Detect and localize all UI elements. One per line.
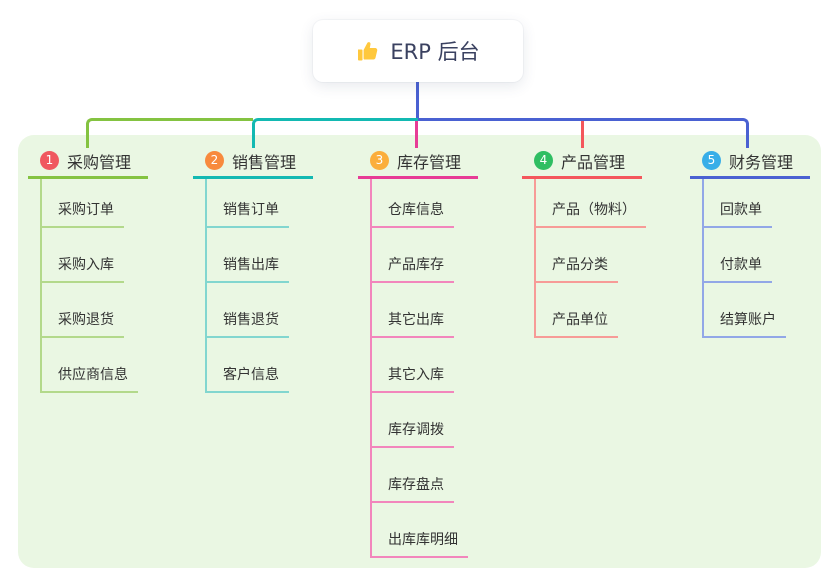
node-item[interactable]: 产品单位	[536, 283, 618, 338]
node-item[interactable]: 回款单	[704, 179, 772, 228]
connector-branch3	[415, 121, 418, 148]
node-item[interactable]: 出库库明细	[372, 503, 468, 558]
node-label: 其它出库	[388, 312, 444, 328]
branch-badge-3: 3	[370, 151, 389, 170]
branch-header-purchase[interactable]: 1 采购管理	[28, 145, 148, 179]
node-label: 仓库信息	[388, 202, 444, 218]
branch-title: 库存管理	[397, 152, 462, 172]
root-title: ERP 后台	[390, 40, 480, 64]
node-item[interactable]: 采购入库	[42, 228, 124, 283]
connector-branch4	[581, 121, 584, 148]
connector-branch1	[86, 118, 253, 148]
node-label: 库存盘点	[388, 477, 444, 493]
node-label: 产品分类	[552, 257, 608, 273]
node-item[interactable]: 产品分类	[536, 228, 618, 283]
node-label: 其它入库	[388, 367, 444, 383]
node-item[interactable]: 销售退货	[207, 283, 289, 338]
branch-children-product: 产品（物料） 产品分类 产品单位	[534, 179, 646, 338]
node-item[interactable]: 产品（物料）	[536, 179, 646, 228]
node-label: 产品（物料）	[552, 202, 636, 218]
branch-children-purchase: 采购订单 采购入库 采购退货 供应商信息	[40, 179, 138, 393]
node-label: 供应商信息	[58, 367, 128, 383]
branch-title: 财务管理	[729, 152, 794, 172]
node-label: 回款单	[720, 202, 762, 218]
node-label: 采购订单	[58, 202, 114, 218]
node-label: 销售出库	[223, 257, 279, 273]
branches-panel	[18, 135, 821, 568]
node-item[interactable]: 产品库存	[372, 228, 454, 283]
node-item[interactable]: 销售出库	[207, 228, 289, 283]
node-item[interactable]: 销售订单	[207, 179, 289, 228]
node-label: 出库库明细	[388, 532, 458, 548]
node-item[interactable]: 库存调拨	[372, 393, 454, 448]
thumbs-up-icon	[358, 42, 378, 61]
root-node-erp[interactable]: ERP 后台	[313, 20, 523, 82]
node-label: 结算账户	[720, 312, 776, 328]
node-item[interactable]: 采购订单	[42, 179, 124, 228]
node-label: 客户信息	[223, 367, 279, 383]
node-label: 采购退货	[58, 312, 114, 328]
connector-branch2	[252, 118, 418, 148]
branch-title: 产品管理	[561, 152, 626, 172]
node-item[interactable]: 结算账户	[704, 283, 786, 338]
node-label: 采购入库	[58, 257, 114, 273]
branch-title: 销售管理	[232, 152, 297, 172]
branch-header-inventory[interactable]: 3 库存管理	[358, 145, 478, 179]
node-label: 付款单	[720, 257, 762, 273]
connector-branch5	[418, 118, 749, 148]
node-label: 销售订单	[223, 202, 279, 218]
node-label: 产品库存	[388, 257, 444, 273]
branch-badge-5: 5	[702, 151, 721, 170]
root-stem-connector	[416, 82, 419, 120]
node-label: 产品单位	[552, 312, 608, 328]
node-item[interactable]: 其它出库	[372, 283, 454, 338]
node-item[interactable]: 付款单	[704, 228, 772, 283]
node-item[interactable]: 客户信息	[207, 338, 289, 393]
branch-badge-2: 2	[205, 151, 224, 170]
branch-children-finance: 回款单 付款单 结算账户	[702, 179, 786, 338]
branch-children-sales: 销售订单 销售出库 销售退货 客户信息	[205, 179, 289, 393]
node-item[interactable]: 采购退货	[42, 283, 124, 338]
node-label: 库存调拨	[388, 422, 444, 438]
node-item[interactable]: 仓库信息	[372, 179, 454, 228]
branch-badge-4: 4	[534, 151, 553, 170]
node-item[interactable]: 其它入库	[372, 338, 454, 393]
branch-header-product[interactable]: 4 产品管理	[522, 145, 642, 179]
branch-header-finance[interactable]: 5 财务管理	[690, 145, 810, 179]
branch-children-inventory: 仓库信息 产品库存 其它出库 其它入库 库存调拨 库存盘点 出库库明细	[370, 179, 468, 558]
node-label: 销售退货	[223, 312, 279, 328]
branch-badge-1: 1	[40, 151, 59, 170]
node-item[interactable]: 供应商信息	[42, 338, 138, 393]
branch-header-sales[interactable]: 2 销售管理	[193, 145, 313, 179]
node-item[interactable]: 库存盘点	[372, 448, 454, 503]
branch-title: 采购管理	[67, 152, 132, 172]
